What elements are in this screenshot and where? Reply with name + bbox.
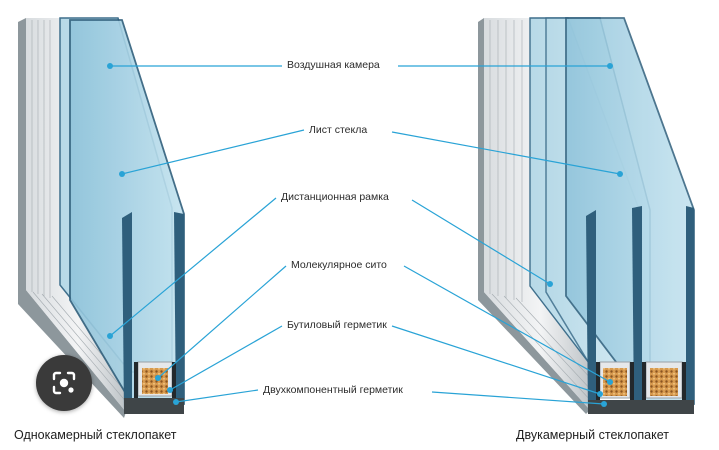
label-air-chamber: Воздушная камера <box>284 59 383 72</box>
double-spacer-side <box>484 18 596 410</box>
pointer-spacer-right <box>411 199 551 285</box>
pointer-twocomp-left <box>175 389 259 403</box>
double-glass-edge-1 <box>586 210 596 414</box>
single-sealant-outer <box>124 398 184 414</box>
pointer-dots <box>107 63 623 407</box>
double-butyl-4 <box>682 362 686 400</box>
double-glass-edge-3 <box>686 206 694 414</box>
label-two-component-sealant: Двухкомпонентный герметик <box>260 384 406 397</box>
double-sealant-outer <box>588 400 694 414</box>
pointer-lines <box>109 65 621 405</box>
single-glass-edge-1 <box>122 212 132 414</box>
double-molecular-sieve-2 <box>650 368 678 396</box>
double-molecular-sieve-1 <box>603 368 627 396</box>
caption-double-chamber: Двукамерный стеклопакет <box>516 428 669 442</box>
double-butyl-2 <box>630 362 634 400</box>
label-glass-sheet: Лист стекла <box>306 124 371 137</box>
pointer-sieve-left <box>157 265 287 379</box>
single-spacer-stripes <box>31 20 131 405</box>
single-chamber-unit <box>18 17 185 418</box>
pointer-sieve-right <box>403 265 611 383</box>
pointer-butyl-left <box>169 325 283 391</box>
caption-single-chamber: Однокамерный стеклопакет <box>14 428 177 442</box>
single-spacer-side <box>26 18 130 412</box>
pointer-twocomp-right <box>431 391 605 405</box>
double-butyl-1 <box>596 362 600 400</box>
label-molecular-sieve: Молекулярное сито <box>288 259 390 272</box>
single-glass-edge-2 <box>174 212 184 414</box>
pointer-glass-right <box>391 131 621 175</box>
double-butyl-3 <box>642 362 646 400</box>
pointer-butyl-right <box>391 325 601 395</box>
single-frame-side <box>18 18 126 418</box>
label-spacer-frame: Дистанционная рамка <box>278 191 392 204</box>
single-butyl-right <box>172 362 176 398</box>
single-butyl-left <box>134 362 138 398</box>
lens-icon <box>52 371 76 395</box>
double-chamber-unit <box>478 17 695 414</box>
lens-button[interactable] <box>36 355 92 411</box>
pointer-spacer-left <box>109 197 277 337</box>
label-butyl-sealant: Бутиловый герметик <box>284 319 390 332</box>
pointer-glass-left <box>121 129 305 175</box>
double-glass-edge-2 <box>632 206 642 414</box>
